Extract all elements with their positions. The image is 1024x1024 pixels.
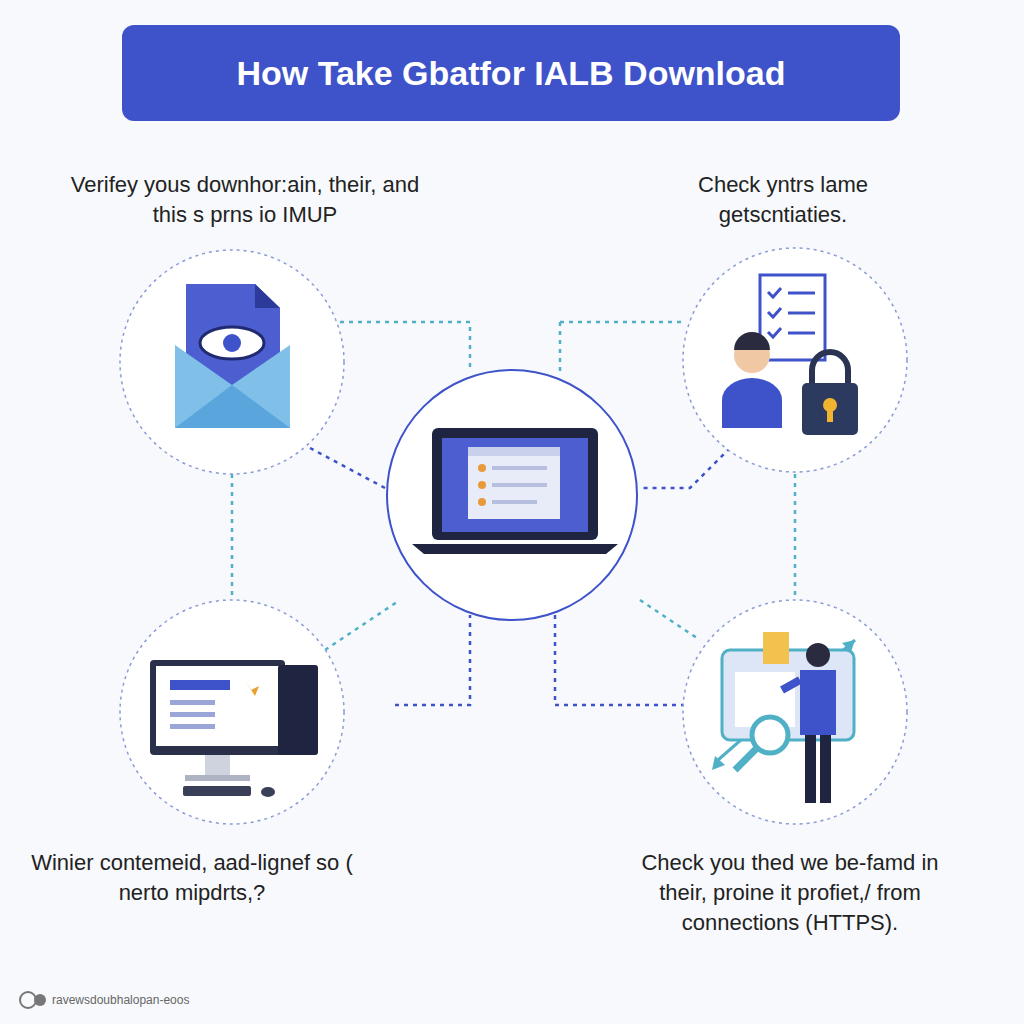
step-caption: Verifey yous downhor:ain, their, and thi… xyxy=(65,170,425,230)
watermark: ravewsdoubhalopan-eoos xyxy=(52,993,189,1007)
title-bar: How Take Gbatfor IALB Download xyxy=(122,25,900,121)
caption-text: Winier contemeid, aad-lignef so ( nerto … xyxy=(27,848,357,908)
caption-text: Verifey yous downhor:ain, their, and thi… xyxy=(65,170,425,230)
step-caption: Check you thed we be-famd in their, proi… xyxy=(625,848,955,938)
step-caption: Check yntrs lame getscntiaties. xyxy=(653,170,913,230)
title: How Take Gbatfor IALB Download xyxy=(236,54,785,93)
step-caption: Winier contemeid, aad-lignef so ( nerto … xyxy=(27,848,357,908)
caption-text: Check you thed we be-famd in their, proi… xyxy=(625,848,955,938)
caption-text: Check yntrs lame getscntiaties. xyxy=(653,170,913,230)
